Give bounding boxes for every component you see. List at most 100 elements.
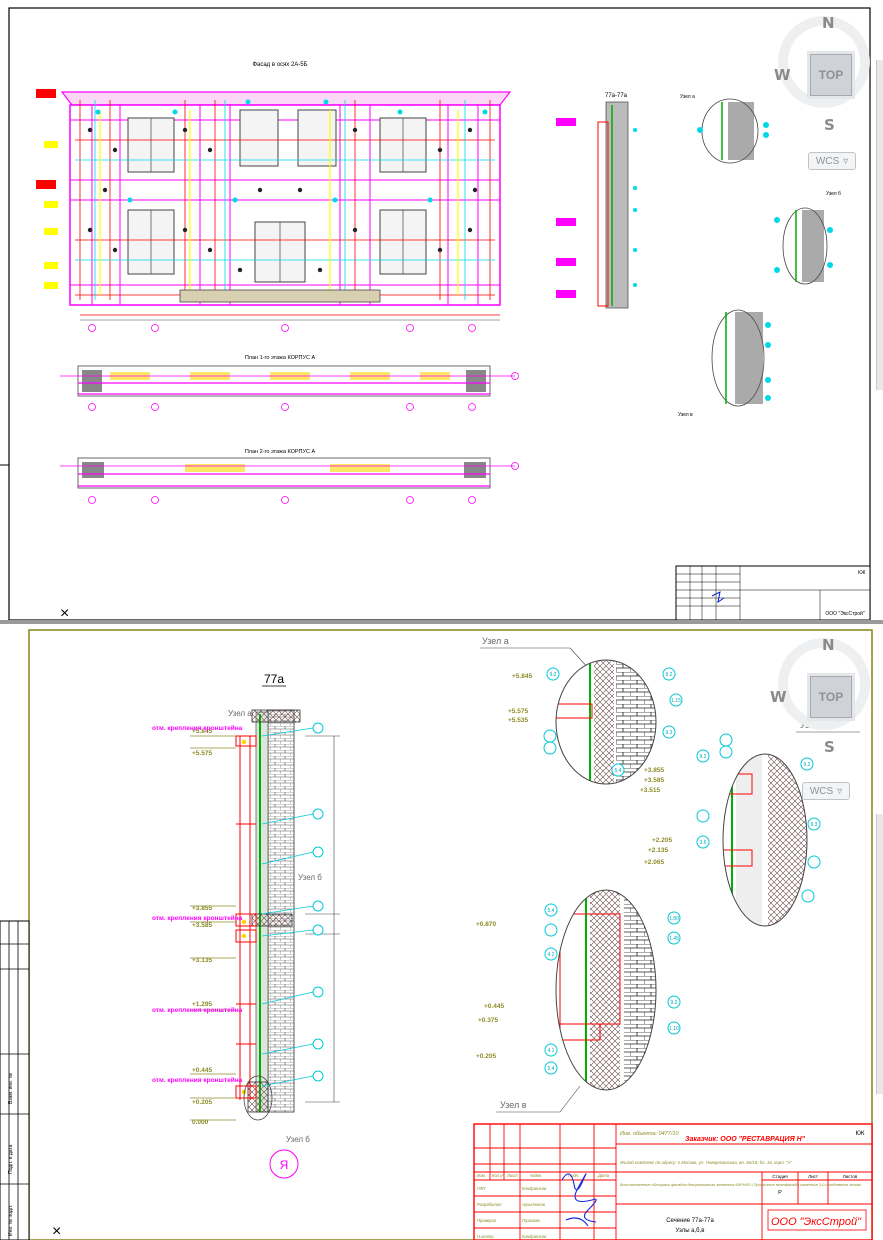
plan1-title: План 1-го этажа КОРПУС А: [245, 355, 316, 361]
drawing-canvas-top[interactable]: Фасад в осях 2А-5Б: [0, 0, 883, 620]
navigation-cube-bottom[interactable]: N W S TOP WCS▿: [770, 634, 878, 800]
viewport-divider[interactable]: [0, 620, 883, 624]
tb-person-name-1: Архипенков: [521, 1202, 546, 1207]
node-b-elev-5: +2.065: [644, 859, 664, 866]
tb-person-name-0: Кондратьев: [522, 1186, 547, 1191]
compass-ring-bottom[interactable]: [778, 638, 870, 730]
tb-stage: Р: [778, 1190, 782, 1196]
node-v-elev-0: +0.870: [476, 921, 496, 928]
node-label-b-bottom: Узел б: [286, 1135, 310, 1144]
callout-v-6: 4.1: [548, 1048, 555, 1054]
node-mini-v-label: Узел в: [678, 412, 693, 418]
compass-north-bottom[interactable]: N: [822, 636, 835, 654]
title-mini-code: КЖ: [858, 570, 866, 576]
viewport-bottom[interactable]: Взам. инв. № Подп. и дата Инв. № подл. 7…: [0, 624, 883, 1240]
side-panel-tab-top[interactable]: [876, 60, 883, 390]
section-77a: 77а: [152, 672, 340, 1179]
node-a-elev-2: +5.535: [508, 717, 528, 724]
facade-drawing: Фасад в осях 2А-5Б: [36, 62, 512, 332]
compass-north[interactable]: N: [822, 14, 835, 32]
plan-2nd-floor: План 2-го этажа КОРПУС А: [60, 449, 519, 504]
compass-south-bottom[interactable]: S: [824, 738, 835, 756]
node-b-elev-1: +3.585: [644, 777, 664, 784]
side-stamp-label-0: Взам. инв. №: [8, 1073, 14, 1104]
elev-3: +3.585: [192, 922, 212, 929]
node-b-elev-0: +3.855: [644, 767, 664, 774]
ucs-cross-bottom: ×: [52, 1223, 61, 1240]
title-block: Инв. объекта: 0477/10 Заказчик: ООО "РЕС…: [473, 1123, 873, 1240]
callout-b-3: 3.6: [700, 840, 707, 846]
elev-6: +0.445: [192, 1067, 212, 1074]
side-stamp-label-1: Подп. и дата: [8, 1144, 14, 1174]
callout-a-2: 1.15: [671, 698, 681, 704]
tb-org: ООО "ЭксСтрой": [771, 1216, 862, 1228]
elev-5: +1.295: [192, 1001, 212, 1008]
node-v-elev-1: +0.445: [484, 1003, 504, 1010]
node-a-elev-0: +5.845: [512, 673, 532, 680]
callout-a-1: 9.2: [666, 672, 673, 678]
section-mini: 77а-77а: [556, 93, 637, 309]
bracket-note-3: отм. крепления кронштейна: [152, 1006, 243, 1014]
viewcube-top-face-bottom[interactable]: TOP: [810, 676, 852, 718]
tb-person-role-0: ГИП: [477, 1186, 486, 1191]
node-mini-b: Узел б: [774, 191, 841, 285]
elev-1: +5.575: [192, 750, 212, 757]
callout-v-7: 5.4: [548, 1066, 555, 1072]
tb-role-1: Кол.уч: [492, 1173, 505, 1178]
node-mini-v: Узел в: [678, 309, 771, 418]
chevron-down-icon: ▿: [837, 785, 843, 797]
sheet-frame: [8, 7, 871, 620]
compass-west-bottom[interactable]: W: [770, 688, 787, 706]
side-panel-tab-bottom[interactable]: [876, 814, 883, 1094]
chevron-down-icon: ▿: [843, 155, 849, 167]
callout-b-1: 9.2: [804, 762, 811, 768]
callout-v-3: 1.45: [669, 936, 679, 942]
node-b-elev-4: +2.135: [648, 847, 668, 854]
ucs-cross-top: ×: [60, 605, 69, 620]
tb-role-3: №док.: [530, 1173, 542, 1178]
section-label: 77а: [264, 672, 284, 686]
tb-description: Восстановление облицовки фасадов декорат…: [620, 1183, 862, 1187]
bracket-note-2: отм. крепления кронштейна: [152, 914, 243, 922]
wcs-menu[interactable]: WCS▿: [808, 152, 856, 170]
viewport-top[interactable]: Фасад в осях 2А-5Б: [0, 0, 883, 620]
tb-sheets-header: Листов: [843, 1174, 858, 1179]
node-a-elev-1: +5.575: [508, 708, 528, 715]
navigation-cube-top[interactable]: N W S TOP WCS▿: [774, 12, 878, 170]
wcs-label-bottom: WCS: [809, 785, 834, 797]
tb-role-4: Подп.: [568, 1173, 579, 1178]
callout-v-5: 1.10: [669, 1026, 679, 1032]
tb-person-name-3: Кондратьев: [522, 1234, 547, 1239]
side-stamp-label-2: Инв. № подл.: [8, 1205, 14, 1236]
elev-2: +3.855: [192, 905, 212, 912]
node-b-elev-2: +3.515: [640, 787, 660, 794]
callout-v-0: 5.4: [548, 908, 555, 914]
viewcube-top-face[interactable]: TOP: [810, 54, 852, 96]
node-b-elev-3: +2.205: [652, 837, 672, 844]
tb-customer: Заказчик: ООО "РЕСТАВРАЦИЯ Н": [685, 1136, 806, 1143]
tb-person-role-3: Н.контр.: [477, 1234, 495, 1239]
node-label-v-right: Узел в: [500, 1100, 527, 1110]
node-v-detail: 5.4 4.2 1.80 1.45 9.2 1.10 4.1 5.4 +0.87…: [476, 889, 681, 1113]
wcs-menu-bottom[interactable]: WCS▿: [802, 782, 850, 800]
compass-south[interactable]: S: [824, 116, 835, 134]
tb-code: КЖ: [855, 1131, 864, 1137]
bracket-note-4: отм. крепления кронштейна: [152, 1076, 243, 1084]
elev-0: +5.845: [192, 728, 212, 735]
tb-inventory: Инв. объекта: 0477/10: [620, 1131, 679, 1137]
tb-person-role-1: Разработал: [477, 1202, 502, 1207]
callout-b-2: 9.3: [811, 822, 818, 828]
tb-person-name-2: Горохова: [522, 1218, 540, 1223]
tb-stage-header: Стадия: [772, 1174, 788, 1179]
compass-ring[interactable]: [778, 16, 870, 108]
wcs-label: WCS: [815, 155, 840, 167]
tb-sheet-title: Сечение 77а-77а: [666, 1218, 714, 1224]
drawing-canvas-bottom[interactable]: Взам. инв. № Подп. и дата Инв. № подл. 7…: [0, 624, 883, 1240]
signature: [561, 1173, 597, 1227]
compass-west[interactable]: W: [774, 66, 791, 84]
title-mini-org: ООО "ЭксСтрой": [825, 610, 864, 617]
plan-1st-floor: План 1-го этажа КОРПУС А: [60, 355, 519, 411]
plan2-title: План 2-го этажа КОРПУС А: [245, 449, 316, 455]
node-label-a-left: Узел а: [228, 709, 252, 718]
node-a-detail: Узел а 9.2 9.2 1.15 9.3 5: [480, 636, 683, 785]
